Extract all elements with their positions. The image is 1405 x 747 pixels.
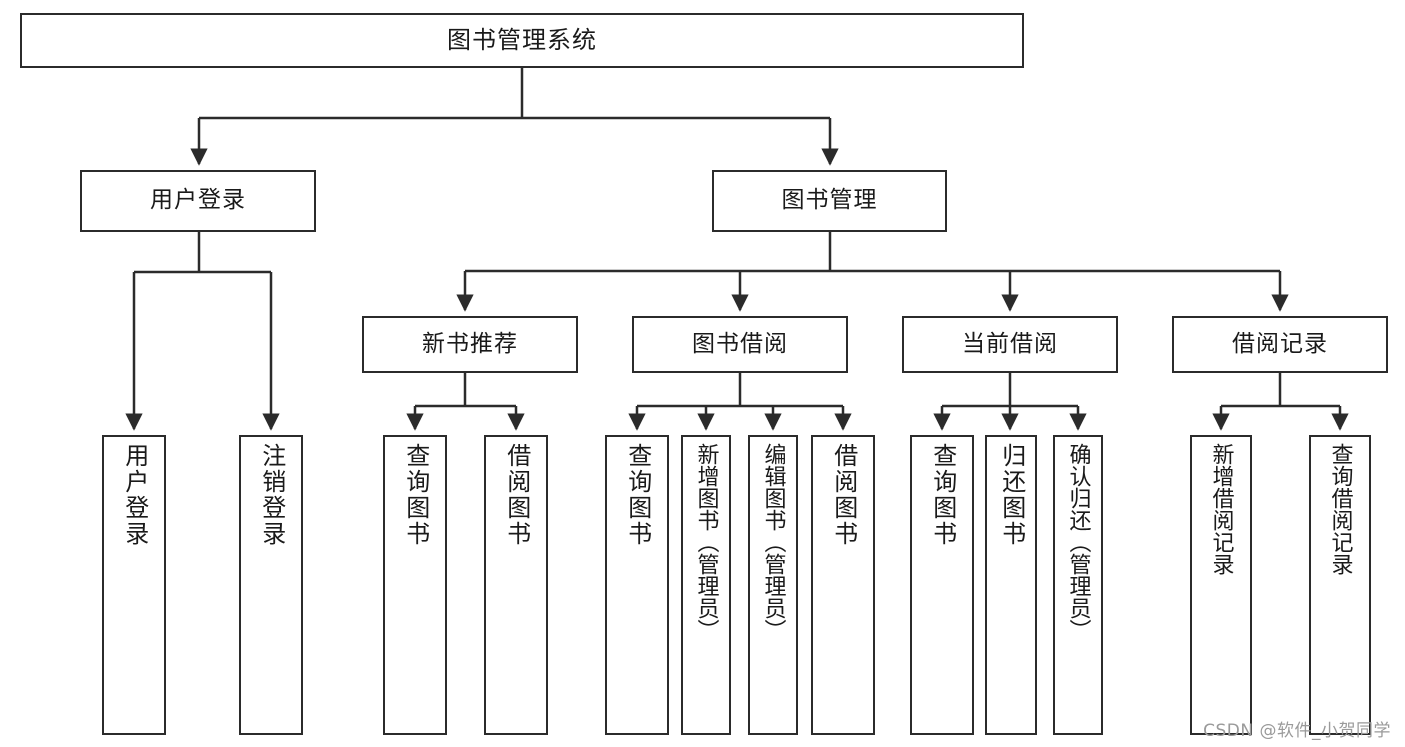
node-leaf-edit-book-label: 编辑图书（管理员） bbox=[760, 443, 786, 641]
node-borrow-record[interactable]: 借阅记录 bbox=[1172, 316, 1388, 373]
node-book-borrow-label: 图书借阅 bbox=[692, 330, 788, 357]
node-leaf-return-book[interactable]: 归还图书 bbox=[985, 435, 1037, 735]
node-user-login-label: 用户登录 bbox=[150, 187, 246, 214]
node-root-label: 图书管理系统 bbox=[447, 26, 597, 55]
node-leaf-user-login-label: 用户登录 bbox=[120, 443, 149, 547]
node-book-manage-label: 图书管理 bbox=[781, 187, 878, 214]
node-leaf-query-record[interactable]: 查询借阅记录 bbox=[1309, 435, 1371, 735]
node-leaf-query-record-label: 查询借阅记录 bbox=[1327, 443, 1353, 575]
node-leaf-edit-book[interactable]: 编辑图书（管理员） bbox=[748, 435, 798, 735]
node-current-borrow-label: 当前借阅 bbox=[962, 330, 1058, 357]
node-current-borrow[interactable]: 当前借阅 bbox=[902, 316, 1118, 373]
node-book-manage[interactable]: 图书管理 bbox=[712, 170, 947, 232]
node-new-book-rec-label: 新书推荐 bbox=[422, 330, 518, 357]
node-leaf-query-book-3[interactable]: 查询图书 bbox=[910, 435, 974, 735]
node-leaf-confirm-return[interactable]: 确认归还（管理员） bbox=[1053, 435, 1103, 735]
node-new-book-rec[interactable]: 新书推荐 bbox=[362, 316, 578, 373]
node-leaf-user-logout-label: 注销登录 bbox=[257, 443, 286, 547]
node-leaf-query-book-1-label: 查询图书 bbox=[401, 443, 430, 547]
node-leaf-borrow-book-1-label: 借阅图书 bbox=[502, 443, 531, 547]
node-leaf-query-book-3-label: 查询图书 bbox=[928, 443, 957, 547]
node-leaf-add-record[interactable]: 新增借阅记录 bbox=[1190, 435, 1252, 735]
node-leaf-add-record-label: 新增借阅记录 bbox=[1208, 443, 1234, 575]
node-leaf-borrow-book-2-label: 借阅图书 bbox=[829, 443, 858, 547]
node-leaf-add-book[interactable]: 新增图书（管理员） bbox=[681, 435, 731, 735]
node-leaf-add-book-label: 新增图书（管理员） bbox=[693, 443, 719, 641]
watermark: CSDN @软件_小贺同学 bbox=[1203, 721, 1391, 741]
node-user-login[interactable]: 用户登录 bbox=[80, 170, 316, 232]
node-leaf-borrow-book-1[interactable]: 借阅图书 bbox=[484, 435, 548, 735]
node-leaf-confirm-return-label: 确认归还（管理员） bbox=[1065, 443, 1091, 641]
node-leaf-borrow-book-2[interactable]: 借阅图书 bbox=[811, 435, 875, 735]
node-leaf-user-logout[interactable]: 注销登录 bbox=[239, 435, 303, 735]
node-root[interactable]: 图书管理系统 bbox=[20, 13, 1024, 68]
node-leaf-user-login[interactable]: 用户登录 bbox=[102, 435, 166, 735]
node-book-borrow[interactable]: 图书借阅 bbox=[632, 316, 848, 373]
node-leaf-query-book-2[interactable]: 查询图书 bbox=[605, 435, 669, 735]
node-borrow-record-label: 借阅记录 bbox=[1232, 330, 1328, 357]
node-leaf-return-book-label: 归还图书 bbox=[997, 443, 1026, 547]
node-leaf-query-book-1[interactable]: 查询图书 bbox=[383, 435, 447, 735]
node-leaf-query-book-2-label: 查询图书 bbox=[623, 443, 652, 547]
